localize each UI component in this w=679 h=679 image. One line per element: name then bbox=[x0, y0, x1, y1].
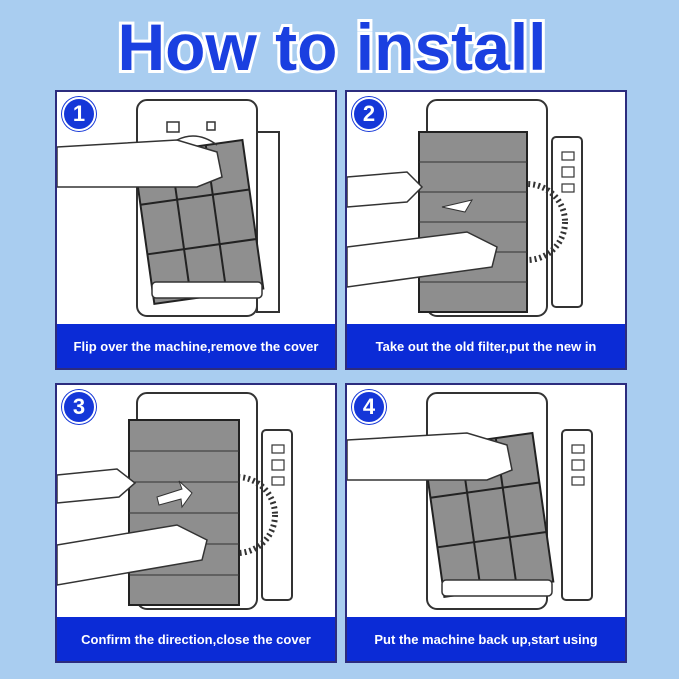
step-4-illustration bbox=[347, 392, 593, 610]
step-2-panel: 2 Take out the old filter,put the new in bbox=[345, 90, 627, 370]
step-3-badge: 3 bbox=[62, 390, 96, 424]
step-4-panel: 4 Put the machine back up,start using bbox=[345, 383, 627, 663]
step-3-panel: 3 Confirm the direction,close the cover bbox=[55, 383, 337, 663]
step-2-illustration bbox=[347, 99, 583, 317]
page-title-text: How to install bbox=[118, 10, 547, 84]
step-2-caption: Take out the old filter,put the new in bbox=[347, 324, 625, 368]
step-2-badge: 2 bbox=[352, 97, 386, 131]
page-title: How to install bbox=[0, 4, 679, 86]
step-4-badge: 4 bbox=[352, 390, 386, 424]
step-1-caption: Flip over the machine,remove the cover bbox=[57, 324, 335, 368]
step-3-illustration bbox=[57, 392, 293, 610]
step-3-caption: Confirm the direction,close the cover bbox=[57, 617, 335, 661]
step-4-caption: Put the machine back up,start using bbox=[347, 617, 625, 661]
step-1-badge: 1 bbox=[62, 97, 96, 131]
step-1-panel: 1 Flip over the machine,remove the cover bbox=[55, 90, 337, 370]
step-1-illustration bbox=[57, 99, 280, 317]
